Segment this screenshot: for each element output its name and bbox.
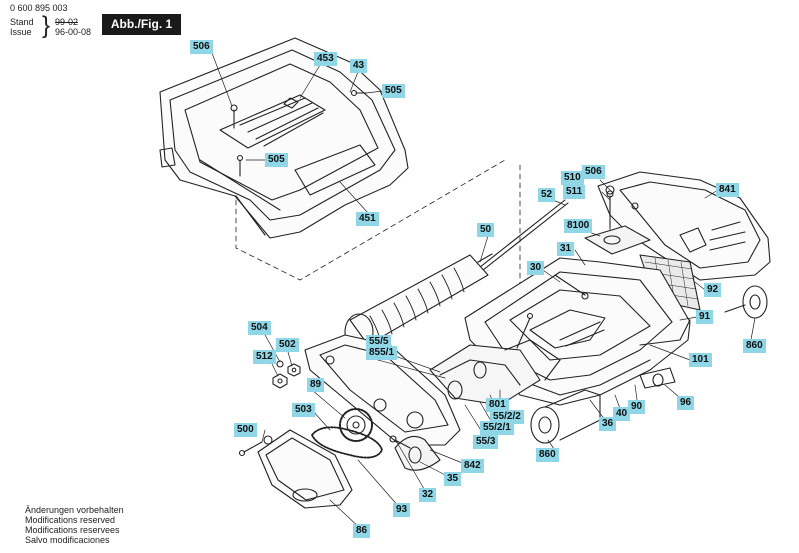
part-label-503: 503 (292, 403, 315, 417)
part-label-860-right: 860 (743, 339, 766, 353)
part-label-860-front: 860 (536, 448, 559, 462)
footer-line-es: Salvo modificaciones (25, 535, 110, 545)
drive-belt-93 (311, 426, 383, 459)
part-label-504: 504 (248, 321, 271, 335)
part-label-841: 841 (716, 183, 739, 197)
part-label-506: 506 (190, 40, 213, 54)
filter-plate (584, 190, 651, 255)
rod-52 (469, 199, 569, 279)
top-cover-housing (159, 37, 409, 239)
part-label-55-3: 55/3 (473, 435, 499, 449)
left-side-plate (304, 334, 461, 446)
part-label-90: 90 (628, 400, 646, 414)
motor-assembly (429, 312, 561, 406)
screw-500 (238, 435, 273, 457)
part-label-505-mid: 505 (265, 153, 288, 167)
part-label-91: 91 (696, 310, 714, 324)
part-label-506-right: 506 (582, 165, 605, 179)
part-label-842: 842 (461, 459, 484, 473)
part-label-92: 92 (704, 283, 722, 297)
issue-date: 96-00-08 (55, 27, 92, 37)
front-roller-860 (530, 389, 601, 444)
part-label-511: 511 (563, 185, 586, 199)
footer-line-de: Änderungen vorbehalten (25, 505, 124, 515)
part-label-855-1: 855/1 (366, 346, 398, 360)
part-label-55-5: 55/5 (366, 335, 392, 349)
part-label-86: 86 (353, 524, 371, 538)
part-label-40: 40 (613, 407, 631, 421)
part-label-101: 101 (689, 353, 712, 367)
header-brace: } (42, 12, 51, 39)
part-label-801: 801 (486, 398, 509, 412)
gear-wheel-89 (339, 408, 373, 442)
part-label-89: 89 (307, 378, 325, 392)
part-label-96: 96 (677, 396, 695, 410)
part-label-500: 500 (234, 423, 257, 437)
footer-line-fr: Modifications reservees (25, 525, 120, 535)
axle-96 (639, 367, 676, 389)
part-label-502: 502 (276, 338, 299, 352)
part-label-451: 451 (356, 212, 379, 226)
front-cover-86 (257, 429, 353, 509)
part-label-35: 35 (444, 472, 462, 486)
wheel-860-right (724, 285, 768, 319)
small-fasteners (272, 360, 301, 389)
part-label-512: 512 (253, 350, 276, 364)
part-label-505-top: 505 (382, 84, 405, 98)
part-label-31: 31 (557, 242, 575, 256)
part-label-30: 30 (527, 261, 545, 275)
issue-label: Issue (10, 27, 32, 37)
old-date: 99-02 (55, 17, 79, 27)
document-number: 0 600 895 003 (10, 3, 68, 13)
part-label-8100: 8100 (564, 219, 593, 233)
part-label-43: 43 (350, 59, 368, 73)
part-label-55-2-2: 55/2/2 (490, 410, 524, 424)
part-label-453: 453 (314, 52, 337, 66)
pulley-842 (394, 435, 441, 471)
cover-screws (230, 89, 367, 177)
part-label-52: 52 (538, 188, 556, 202)
part-label-50: 50 (477, 223, 495, 237)
part-label-55-2-1: 55/2/1 (480, 421, 514, 435)
part-label-93: 93 (393, 503, 411, 517)
figure-title: Abb./Fig. 1 (102, 14, 181, 35)
stand-label: Stand (10, 17, 34, 27)
screw-30 (554, 274, 589, 300)
part-label-36: 36 (599, 417, 617, 431)
part-label-32: 32 (419, 488, 437, 502)
part-label-510: 510 (561, 171, 584, 185)
screw-32 (389, 435, 411, 449)
footer-line-en: Modifications reserved (25, 515, 116, 525)
